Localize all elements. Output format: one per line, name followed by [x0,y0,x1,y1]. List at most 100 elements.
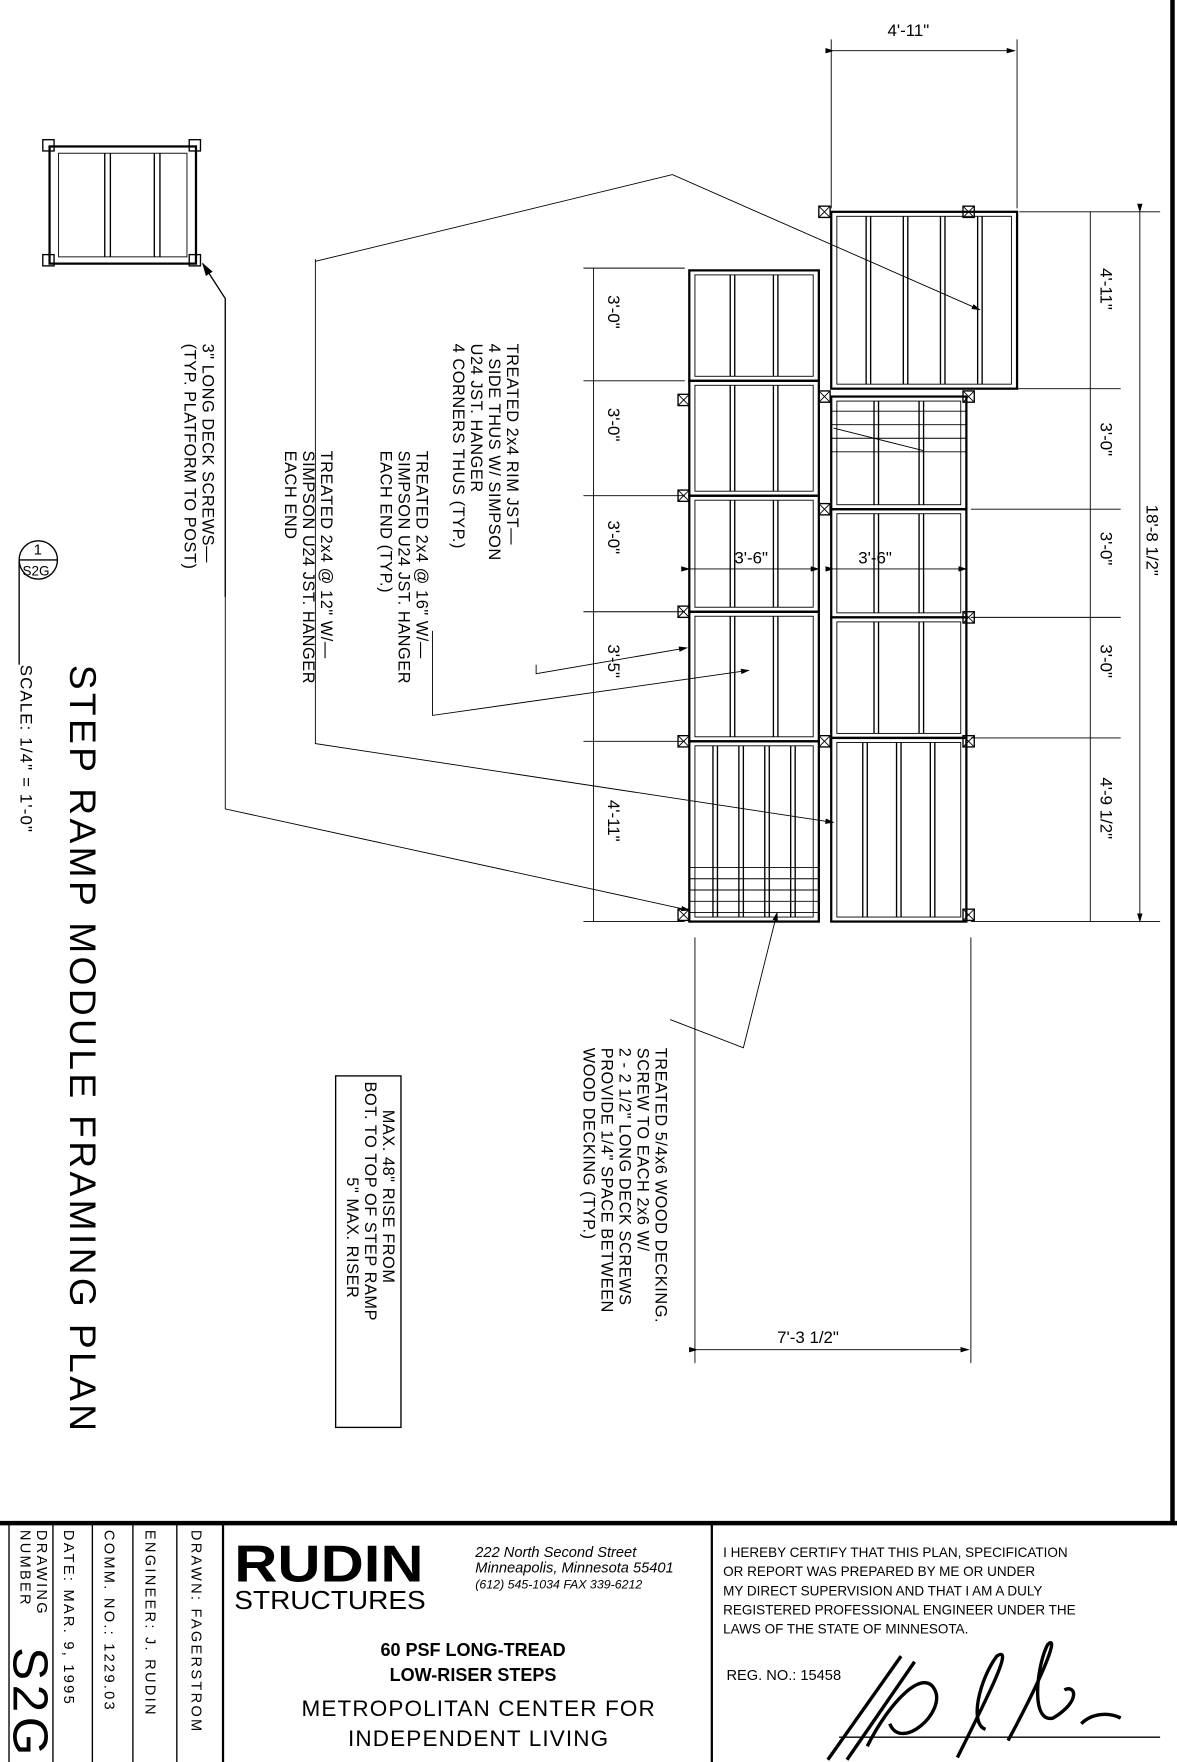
dim-left-4: 3'-5" [604,644,623,678]
dim-left-2: 3'-0" [604,408,623,442]
date: DATE: MAR. 9, 1995 [60,1530,76,1706]
framing-plan [583,205,1121,923]
note-line: (TYP. PLATFORM TO POST) [181,344,199,570]
page-title: STEP RAMP MODULE FRAMING PLAN [62,665,104,1435]
drawing-title: 1 S2G STEP RAMP MODULE FRAMING PLAN SCAL… [16,540,104,1435]
post-icon [818,205,831,219]
callout-number: 1 [34,542,42,558]
post-icon [818,390,831,403]
drawn-by: DRAWN: FAGERSTROM [187,1530,203,1734]
dim-right-5: 4'-9 1/2" [1096,777,1115,839]
right-module-rim [836,400,962,506]
post-icon [818,734,831,748]
client-name: INDEPENDENT LIVING [348,1726,609,1751]
post-icon [818,205,831,218]
dim-overall: 18'-8 1/2" [1143,505,1162,576]
note-line: 4 SIDE THUS W/ SIMPSON [485,344,503,561]
note-line: PROVIDE 1/4" SPACE BETWEEN [597,1048,615,1313]
dim-module-width-right: 3'-6" [858,548,892,567]
note-line: SIMPSON U24 JST. HANGER [299,451,317,684]
dim-module-width-left: 3'-6" [734,548,768,567]
client-name: METROPOLITAN CENTER FOR [301,1696,655,1721]
note-line: SCREW TO EACH 2x6 W/ [633,1048,651,1252]
note-joist-12: TREATED 2x4 @ 12" W/— SIMPSON U24 JST. H… [281,451,335,684]
right-module-rim [836,621,962,734]
post-icon [962,611,975,624]
project-title: LOW-RISER STEPS [390,1665,557,1685]
dim-right-3: 3'-0" [1096,532,1115,566]
engineer: ENGINEER: J. RUDIN [141,1530,157,1717]
post-icon [818,503,831,516]
commission-number: COMM. NO.: 1229.03 [101,1530,117,1712]
company-logo-sub: STRUCTURES [234,1587,425,1615]
post-icon [962,205,975,219]
post-icon [677,393,690,407]
note-line: EACH END (TYP.) [377,451,395,593]
top-platform-rim [836,215,1012,385]
left-module-rim [694,274,814,377]
note-line: EACH END [281,451,299,540]
dim-right-4: 3'-0" [1096,644,1115,678]
drawing-number-label: NUMBER [16,1530,32,1607]
dim-right-2: 3'-0" [1096,422,1115,456]
note-line: MAX. 48" RISE FROM [379,1110,397,1284]
note-line: 3" LONG DECK SCREWS— [199,344,217,564]
note-line: WOOD DECKING (TYP.) [579,1048,597,1240]
note-line: BOT. TO TOP OF STEP RAMP [361,1082,379,1321]
note-line: TREATED 5/4x6 WOOD DECKING. [652,1048,670,1323]
small-platform-detail [42,139,226,598]
note-rim-joist: TREATED 2x4 RIM JST— 4 SIDE THUS W/ SIMP… [449,344,521,561]
dim-bottom-width: 7'-3 1/2" [777,1328,839,1347]
address-line: (612) 545-1034 FAX 339-6212 [475,1578,642,1592]
left-module [688,740,820,923]
address-line: 222 North Second Street [474,1545,637,1561]
top-platform [830,210,1019,390]
note-rise-box: MAX. 48" RISE FROM BOT. TO TOP OF STEP R… [334,1075,402,1429]
note-line: 5" MAX. RISER [343,1177,361,1298]
right-module-rim [836,741,962,918]
post-icon [962,734,975,748]
address-line: Minneapolis, Minnesota 55401 [475,1561,673,1577]
registration-number: REG. NO.: 15458 [726,1668,841,1684]
post-icon [962,390,975,403]
dim-left-3: 3'-0" [604,520,623,554]
drawing-number: S2G [3,1647,59,1760]
callout-sheet: S2G [23,564,50,579]
certification-line: OR REPORT WAS PREPARED BY ME OR UNDER [723,1564,1035,1579]
leader-lines [224,174,981,1049]
post-icon [818,502,831,516]
note-line: TREATED 2x4 @ 16" W/— [413,451,431,659]
title-block: DRAWING NUMBER S2G DATE: MAR. 9, 1995 CO… [3,1523,1161,1762]
engineer-signature [826,1641,1122,1761]
note-line: U24 JST. HANGER [467,344,485,493]
left-module-rim [694,615,814,738]
left-module-rim [694,499,814,608]
certification-line: I HEREBY CERTIFY THAT THIS PLAN, SPECIFI… [723,1545,1068,1560]
post-icon [962,205,975,218]
right-module [830,616,968,740]
project-title: 60 PSF LONG-TREAD [380,1640,565,1660]
dim-left-5: 4'-11" [604,800,623,842]
right-module-rim [836,513,962,614]
left-module [688,379,820,497]
left-module [688,269,820,382]
note-line: 4 CORNERS THUS (TYP.) [449,344,467,549]
note-line: 2 - 2 1/2" LONG DECK SCREWS [615,1048,633,1306]
note-joist-16: TREATED 2x4 @ 16" W/— SIMPSON U24 JST. H… [377,451,431,684]
note-deck-screws: 3" LONG DECK SCREWS— (TYP. PLATFORM TO P… [181,344,217,570]
post-icon [962,908,975,921]
dim-top-platform-width: 4'-11" [888,21,930,40]
certification-line: MY DIRECT SUPERVISION AND THAT I AM A DU… [723,1583,1042,1598]
left-module-rim [694,745,814,918]
dim-left-1: 3'-0" [604,295,623,329]
note-decking: TREATED 5/4x6 WOOD DECKING. SCREW TO EAC… [579,1048,669,1323]
left-module-rim [694,384,814,492]
note-line: SIMPSON U24 JST. HANGER [395,451,413,684]
post-icon [677,393,690,406]
left-module [688,610,820,743]
dimension-labels: 4'-11" 3'-0" 3'-0" 3'-0" 3'-5" 4'-11" 4'… [604,21,1161,1347]
post-icon [818,735,831,748]
note-line: TREATED 2x4 RIM JST— [503,344,521,546]
drawing-number-label: DRAWING [33,1530,49,1616]
